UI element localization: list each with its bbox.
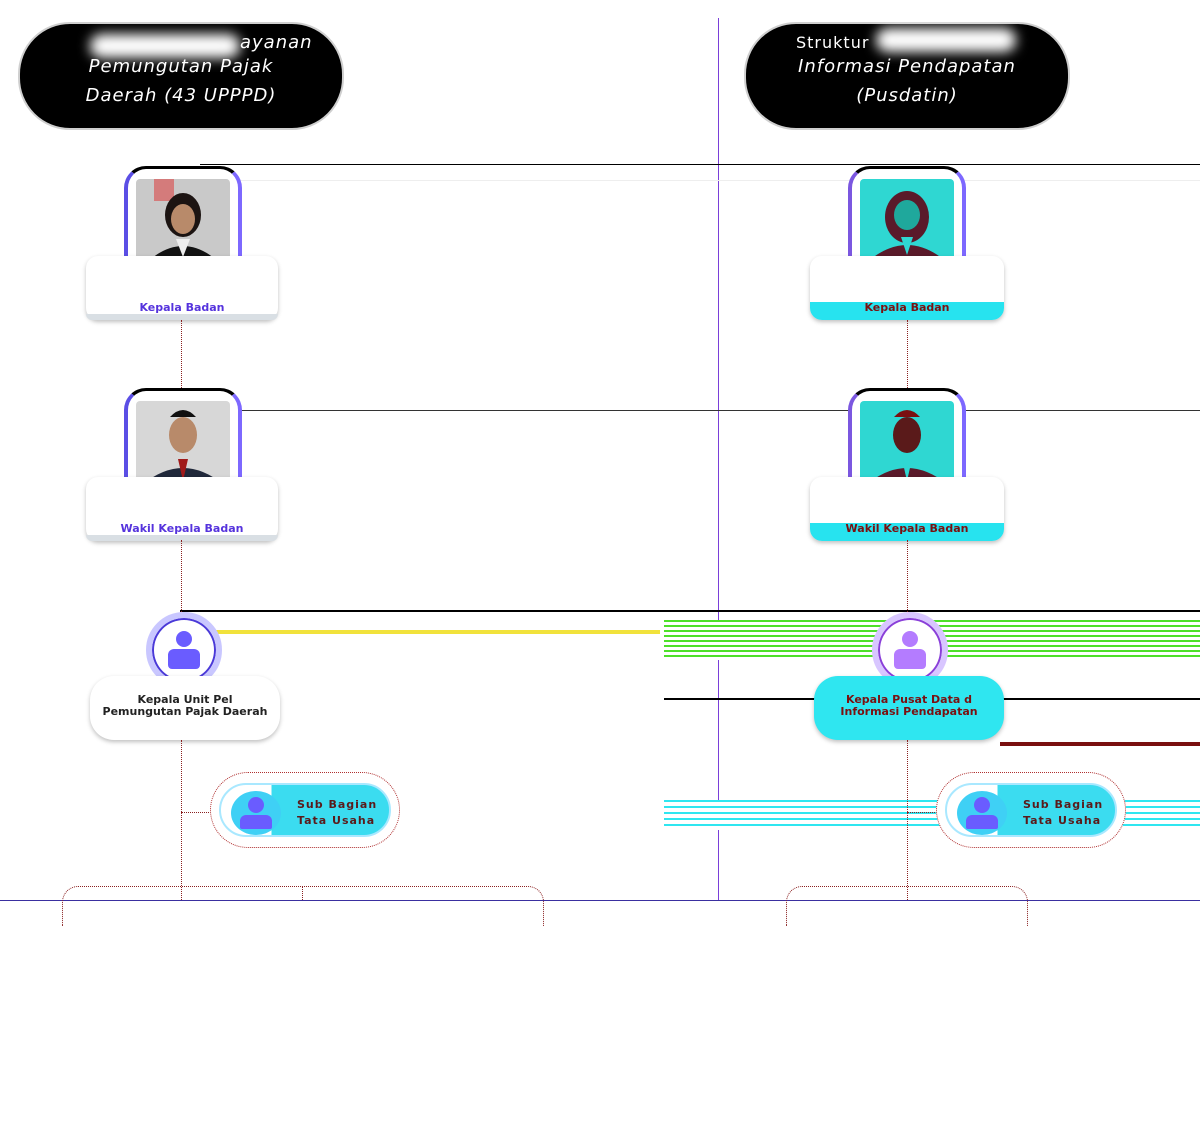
right-unit-line-1: Kepala Pusat Data d bbox=[845, 693, 972, 706]
right-title-pill: Struktur Informasi Pendapatan (Pusdatin) bbox=[744, 22, 1070, 130]
right-deputy-photo-frame bbox=[848, 388, 966, 484]
left-sub-line-1: Sub Bagian bbox=[297, 798, 378, 811]
right-deputy-card: Wakil Kepala Badan bbox=[810, 477, 1004, 541]
right-title-line-2: (Pusdatin) bbox=[856, 85, 958, 106]
left-sub-line-2: Tata Usaha bbox=[297, 814, 376, 827]
left-title-pill: ayanan Pemungutan Pajak Daerah (43 UPPPD… bbox=[18, 22, 344, 130]
right-head-card: Kepala Badan bbox=[810, 256, 1004, 320]
right-sub-line-1: Sub Bagian bbox=[1023, 798, 1104, 811]
connector bbox=[907, 740, 908, 900]
connector bbox=[181, 812, 211, 813]
right-head-caption: Kepala Badan bbox=[864, 301, 950, 314]
person-icon bbox=[146, 612, 222, 688]
connector bbox=[181, 320, 182, 388]
blurred-text bbox=[876, 28, 1016, 52]
person-icon bbox=[872, 612, 948, 688]
divider-line bbox=[1000, 742, 1200, 746]
divider-line bbox=[240, 180, 1200, 181]
right-unit-card: Kepala Pusat Data d Informasi Pendapatan bbox=[814, 676, 1004, 740]
portrait-photo bbox=[860, 179, 954, 262]
left-deputy-card: Wakil Kepala Badan bbox=[86, 477, 278, 541]
connector bbox=[907, 320, 908, 388]
right-sub-bagian-pill: Sub Bagian Tata Usaha bbox=[936, 772, 1126, 848]
right-title-partial: Struktur bbox=[796, 33, 870, 52]
right-sub-line-2: Tata Usaha bbox=[1023, 814, 1102, 827]
left-title-line-2: Daerah (43 UPPPD) bbox=[85, 85, 277, 106]
divider-line bbox=[200, 164, 1200, 165]
left-head-card: Kepala Badan bbox=[86, 256, 278, 320]
left-unit-line-2: Pemungutan Pajak Daerah bbox=[102, 705, 268, 718]
connector bbox=[181, 740, 182, 900]
left-title-line-1: Pemungutan Pajak bbox=[88, 56, 274, 77]
right-title-line-1: Informasi Pendapatan bbox=[798, 56, 1016, 77]
right-bottom-group bbox=[786, 886, 1028, 926]
left-head-caption: Kepala Badan bbox=[139, 301, 225, 314]
card-bar bbox=[86, 535, 278, 541]
left-unit-card: Kepala Unit Pel Pemungutan Pajak Daerah bbox=[90, 676, 280, 740]
divider-line bbox=[0, 900, 1200, 901]
left-sub-bagian-pill: Sub Bagian Tata Usaha bbox=[210, 772, 400, 848]
right-unit-line-2: Informasi Pendapatan bbox=[840, 705, 978, 718]
divider-line bbox=[180, 610, 1200, 612]
connector bbox=[907, 540, 908, 612]
column-divider bbox=[718, 18, 719, 900]
portrait-photo bbox=[860, 401, 954, 484]
card-bar bbox=[86, 314, 278, 320]
left-title-partial: ayanan bbox=[240, 32, 313, 53]
left-deputy-caption: Wakil Kepala Badan bbox=[120, 522, 244, 535]
right-head-photo-frame bbox=[848, 166, 966, 262]
connector bbox=[907, 812, 937, 813]
blurred-text bbox=[90, 34, 240, 58]
portrait-photo bbox=[136, 179, 230, 262]
divider-line bbox=[210, 630, 660, 634]
divider-line bbox=[240, 410, 1200, 411]
left-head-photo-frame bbox=[124, 166, 242, 262]
left-bottom-group bbox=[62, 886, 544, 926]
left-deputy-photo-frame bbox=[124, 388, 242, 484]
connector bbox=[181, 540, 182, 612]
left-unit-line-1: Kepala Unit Pel bbox=[137, 693, 233, 706]
portrait-photo bbox=[136, 401, 230, 484]
right-deputy-caption: Wakil Kepala Badan bbox=[845, 522, 969, 535]
connector bbox=[302, 886, 303, 900]
